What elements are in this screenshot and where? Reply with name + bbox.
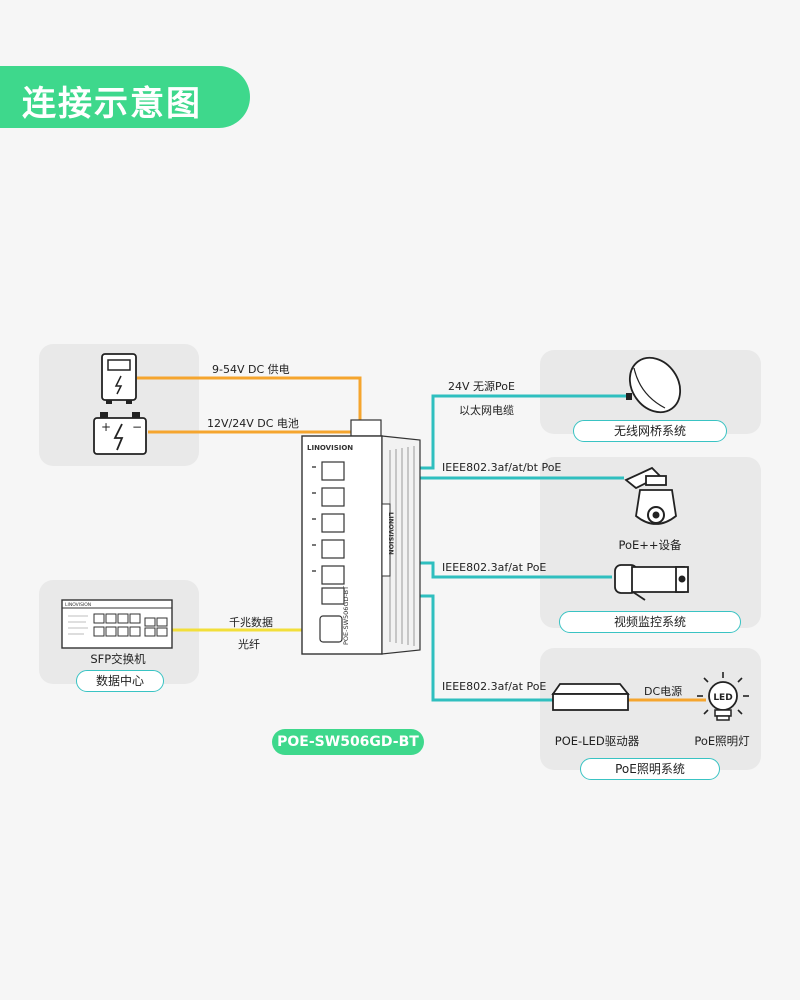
ptz-camera-caption: PoE++设备 <box>618 538 682 552</box>
sfp-brand: LINOVISION <box>65 602 91 608</box>
svg-text:−: − <box>132 420 142 434</box>
switch-front-brand: LINOVISION <box>387 512 395 555</box>
battery-label: 12V/24V DC 电池 <box>207 417 299 430</box>
battery-icon: + − <box>93 412 147 455</box>
wireless-bridge-icon <box>626 356 682 414</box>
led-driver-icon <box>551 683 630 711</box>
fiber-label: 光纤 <box>238 638 260 651</box>
poe-bt-label: IEEE802.3af/at/bt PoE <box>442 461 562 474</box>
video-surveillance-system-pill: 视频监控系统 <box>559 611 741 633</box>
poe-24v-label: 24V 无源PoE <box>448 380 515 393</box>
sfp-switch-caption: SFP交换机 <box>90 652 146 666</box>
header-banner: 连接示意图 <box>0 66 250 128</box>
data-center-pill: 数据中心 <box>76 670 164 692</box>
lighting-system-pill: PoE照明系统 <box>580 758 720 780</box>
bullet-camera-icon <box>614 564 689 601</box>
led-driver-caption: POE-LED驱动器 <box>554 734 640 748</box>
led-bulb-icon: LED <box>697 672 749 721</box>
model-label: POE-SW506GD-BT <box>272 729 424 755</box>
power-supply-label: 9-54V DC 供电 <box>212 363 290 376</box>
switch-brand: LINOVISION <box>307 444 353 452</box>
dc-power-label: DC电源 <box>644 685 683 698</box>
power-supply-icon <box>101 353 137 404</box>
switch-side-label: POE-SW506GD-BT <box>342 586 350 645</box>
led-text: LED <box>713 693 732 703</box>
poe-at-camera-label: IEEE802.3af/at PoE <box>442 561 547 574</box>
gigabit-data-label: 千兆数据 <box>229 616 273 629</box>
sfp-switch-icon: LINOVISION <box>61 599 173 649</box>
page-title: 连接示意图 <box>22 84 202 124</box>
led-lamp-caption: PoE照明灯 <box>694 734 750 748</box>
power-supply-line <box>137 376 362 426</box>
svg-text:+: + <box>101 420 111 434</box>
wireless-bridge-system-pill: 无线网桥系统 <box>573 420 727 442</box>
poe-at-led-label: IEEE802.3af/at PoE <box>442 680 547 693</box>
ptz-camera-icon <box>624 466 677 525</box>
poe-switch-device: POE-SW506GD-BT <box>301 419 421 655</box>
ethernet-cable-label: 以太网电缆 <box>459 404 514 417</box>
